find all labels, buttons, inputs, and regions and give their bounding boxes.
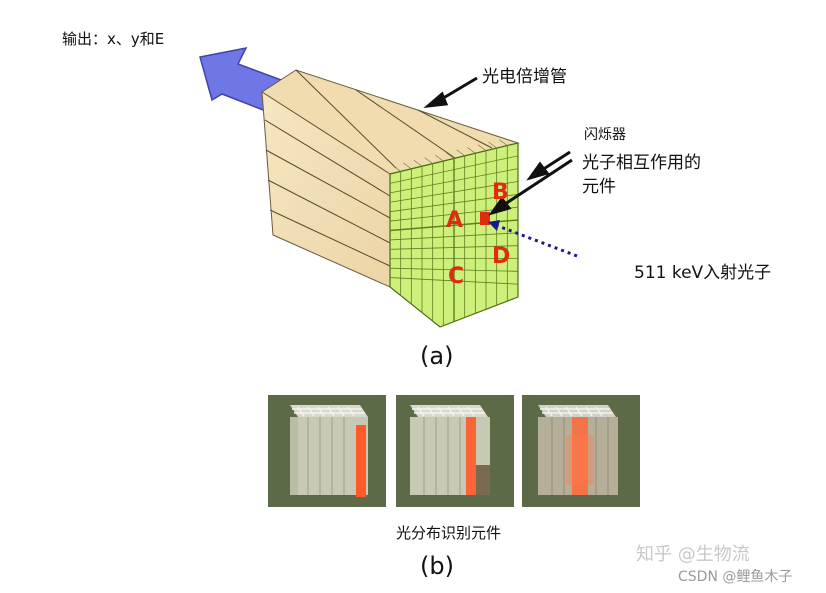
- block-a-label: A: [446, 208, 464, 233]
- scintillator-label: 闪烁器: [584, 127, 626, 143]
- grid-line: [389, 245, 519, 250]
- grid-line: [456, 149, 465, 157]
- caption-a: (a): [420, 342, 454, 370]
- block-c-label: C: [448, 264, 465, 289]
- grid-line: [424, 157, 433, 164]
- grid-line: [389, 232, 519, 241]
- interaction-label-line2: 元件: [582, 177, 616, 197]
- grid-line: [389, 277, 519, 285]
- grid-line: [488, 141, 497, 149]
- interaction-element: [480, 212, 490, 225]
- block-b-label: B: [492, 180, 509, 205]
- photon-arrowhead-icon: [488, 220, 500, 231]
- grid-line: [477, 144, 487, 151]
- interaction-label-line1: 光子相互作用的: [582, 153, 701, 173]
- grid-line: [467, 147, 476, 154]
- grid-line: [389, 267, 519, 272]
- pmt-segment-lines: [264, 69, 493, 267]
- light-distribution-label: 光分布识别元件: [396, 524, 502, 542]
- scintillator-pointer-line: [541, 150, 571, 172]
- light-distribution-photo-2: [396, 395, 514, 507]
- grid-line: [499, 139, 508, 146]
- interaction-pointer-line: [501, 158, 573, 208]
- pmt-pointer-line: [439, 76, 478, 102]
- pmt-pointer-head: [423, 91, 449, 109]
- light-distribution-photo-1: [268, 395, 386, 507]
- output-label: 输出：x、y和E: [62, 30, 165, 48]
- zhihu-watermark: 知乎 @生物流: [636, 544, 750, 565]
- block-d-label: D: [492, 244, 511, 269]
- grid-line: [435, 154, 444, 162]
- grid-line: [389, 168, 519, 194]
- light-distribution-photo-3: [522, 395, 640, 507]
- grid-line: [389, 181, 519, 203]
- photon-path-icon: [497, 224, 578, 258]
- interaction-pointer-head: [488, 196, 512, 216]
- grid-line: [403, 162, 412, 170]
- caption-b: (b): [420, 552, 454, 580]
- grid-line: [389, 155, 519, 184]
- scintillator-pointer-head: [526, 161, 550, 181]
- grid-line: [413, 160, 423, 167]
- csdn-watermark: CSDN @鲤鱼木子: [678, 569, 793, 585]
- photon-label: 511 keV入射光子: [634, 263, 772, 283]
- grid-line: [445, 152, 455, 159]
- pmt-label: 光电倍增管: [482, 67, 567, 87]
- crystal-grid: [389, 139, 519, 326]
- grid-line: [389, 193, 519, 213]
- grid-line: [392, 165, 401, 172]
